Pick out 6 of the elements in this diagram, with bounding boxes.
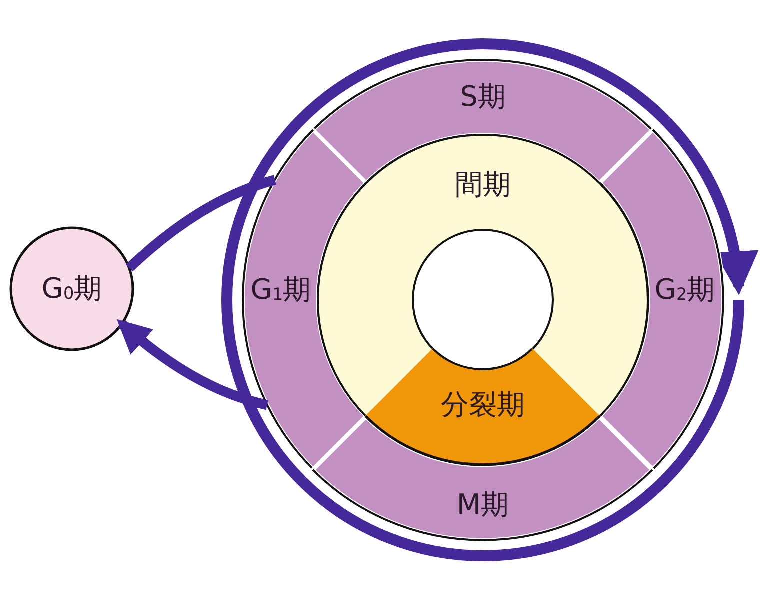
phase-label: 間期 [455,171,511,199]
phase-label: 分裂期 [440,390,525,419]
arrow [116,320,268,410]
phase-label: S期 [460,83,506,111]
phase-label: M期 [456,490,510,519]
connector-line [126,175,277,272]
